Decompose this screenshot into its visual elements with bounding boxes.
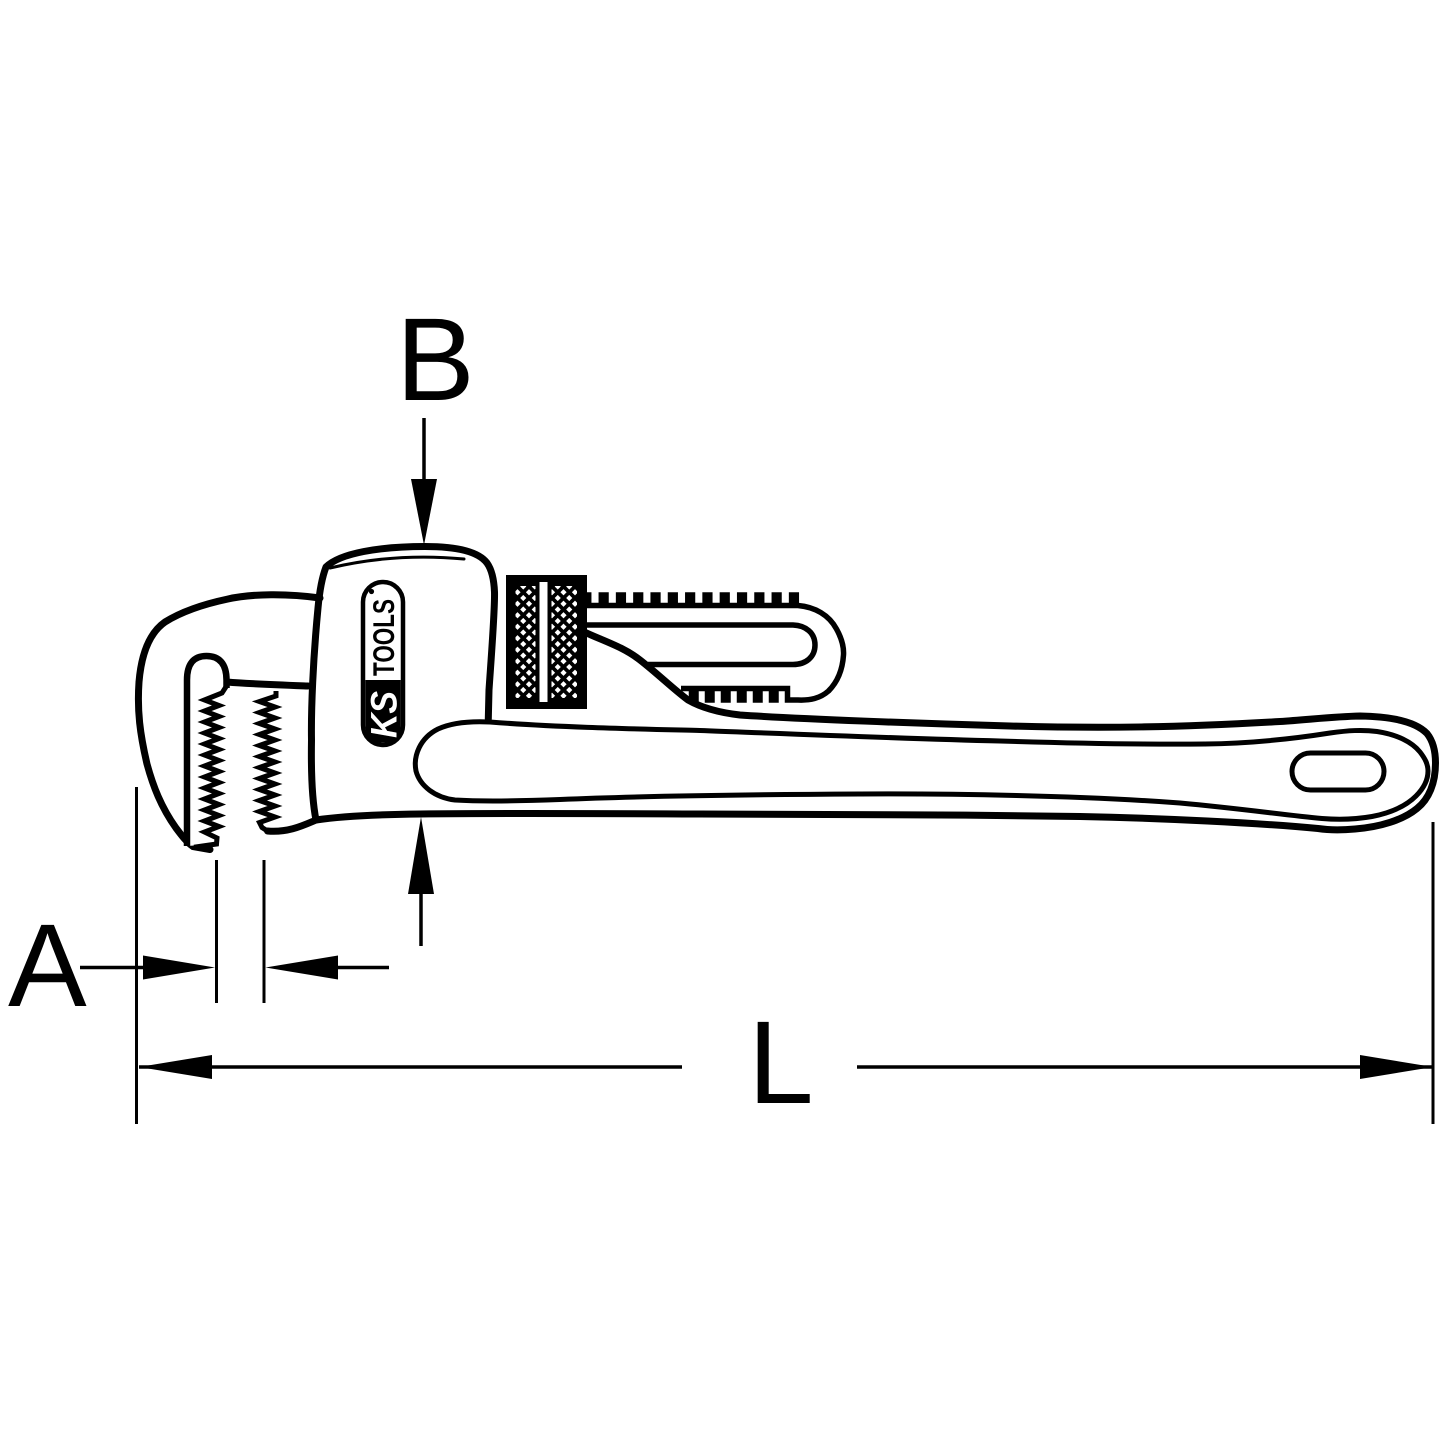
logo-word-ks: KS: [364, 691, 405, 738]
hook-jaw-tooth-plate-border: [183, 652, 230, 846]
dimension-label-b: B: [396, 294, 475, 426]
dimension-b-arrowhead-down: [411, 479, 437, 545]
heel-jaw-outline: [251, 691, 283, 834]
handle-face-panel: [412, 719, 1431, 822]
logo-pill-bottom-black: [365, 680, 401, 743]
head-chamfer-line: [328, 555, 466, 570]
hook-jaw: [134, 591, 324, 853]
dimension-b: B: [396, 294, 475, 946]
hook-jaw-teeth: [193, 684, 229, 850]
jaw-mouth-line: [223, 678, 312, 690]
dimension-label-a: A: [8, 900, 87, 1032]
dimension-a: A: [8, 900, 389, 1032]
nut-knurl-right: [547, 582, 581, 702]
adjusting-nut: [506, 575, 587, 709]
logo-registered-mark: [368, 588, 375, 595]
rack-inner-outline: [584, 622, 818, 668]
hook-jaw-outline: [134, 591, 324, 853]
rack-outer-outline-with-teeth: [581, 592, 847, 703]
dimension-l: L: [139, 997, 1433, 1129]
dimension-b-arrowhead-up: [408, 817, 434, 894]
nut-knurl-left: [511, 582, 540, 702]
logo-word-tools: TOOLS: [368, 599, 401, 676]
rack-shank: [581, 592, 847, 703]
brand-logo: TOOLS KS: [360, 579, 406, 748]
handle-outline: [264, 626, 1439, 835]
dimension-a-arrowhead-right: [143, 955, 215, 980]
hanging-hole: [1289, 750, 1387, 793]
dimension-a-arrowhead-left: [265, 955, 338, 980]
extension-lines: [135, 787, 1435, 1124]
dimension-label-l: L: [748, 997, 814, 1129]
dimension-l-arrowhead-right: [1360, 1055, 1433, 1079]
wrench-body-fill: [311, 546, 1437, 830]
head-outline: [307, 543, 499, 824]
dimension-l-arrowhead-left: [139, 1055, 212, 1079]
